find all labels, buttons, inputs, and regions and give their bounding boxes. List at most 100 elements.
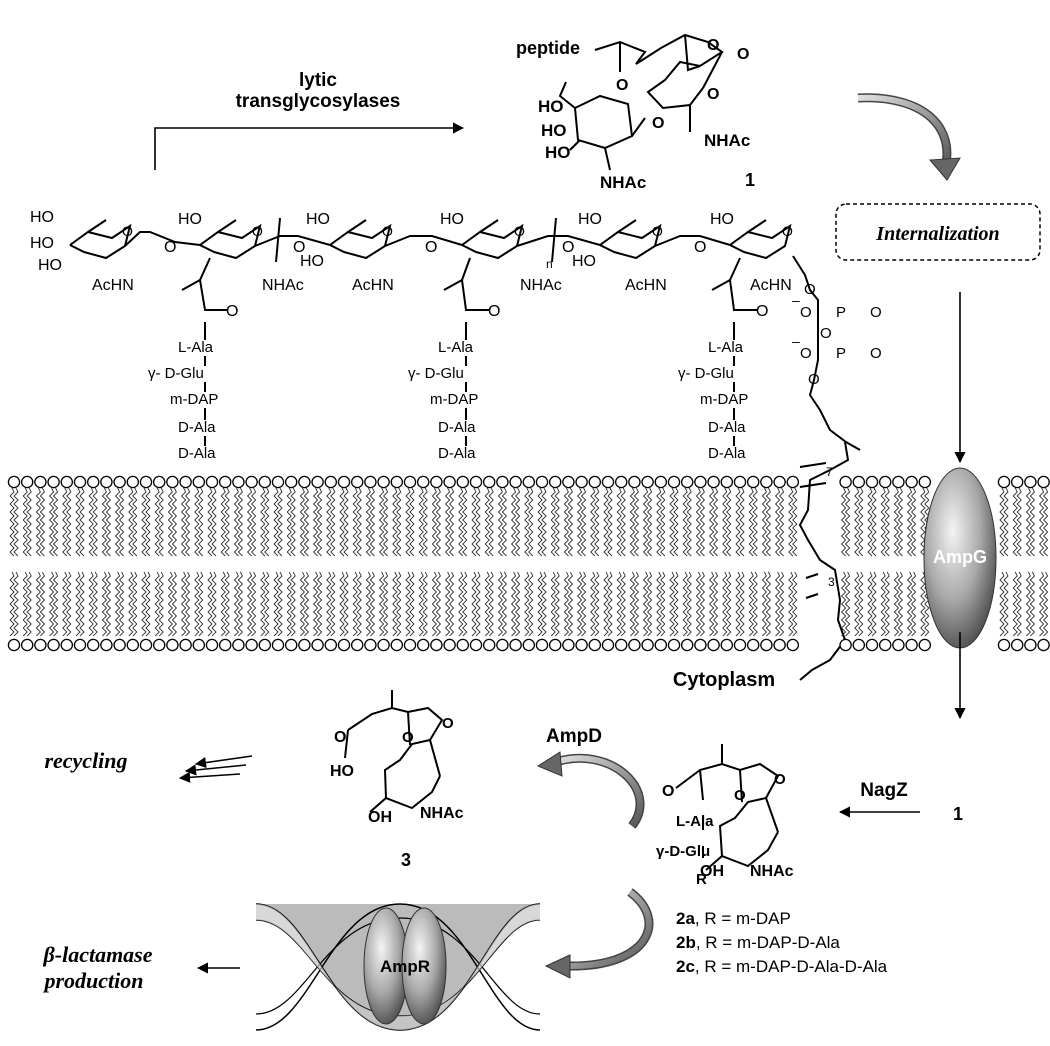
lipid-head [218,475,232,489]
lipid-tail [356,487,362,557]
lipid-tail [431,571,438,637]
lipid-tail [673,487,679,557]
pg-ho-8: HO [578,211,602,228]
lipid-tail [396,571,402,637]
compound1-o-ring1: O [707,37,719,54]
lipid-tail [528,571,534,637]
compound2-oh: OH [700,863,724,880]
compound2-o-ring1: O [734,787,746,804]
lipid-head [430,638,443,652]
lipid-tail [726,487,732,557]
lipid-tail [66,487,72,557]
pg-o-1: O [164,239,176,256]
ampr-label: AmpR [380,957,430,976]
lipid-head [548,638,562,652]
lipid-tail [118,571,125,637]
lipid-head [232,638,245,652]
lipid-tail [264,571,270,637]
lipid-tail [897,571,904,637]
lipid-head [628,638,641,652]
lipid-tail [1016,487,1022,557]
lipid-tail [871,487,877,557]
lipid-tail [154,571,160,637]
lipid-tail [316,487,323,557]
lipid-tail [167,571,174,637]
lipid-tail [656,487,662,557]
stem2-m-dap: m-DAP [430,391,478,408]
lipid-tail [158,571,164,637]
lipid-tail [712,487,719,557]
lipid-head [760,638,773,652]
lipid-tail [722,571,728,637]
ampd-label: AmpD [546,726,602,747]
pp-minus-1: – [792,292,800,308]
lipid-tail [484,571,490,637]
lipid-tail [22,487,28,557]
lipid-tail [752,487,758,557]
lipid-head [284,638,298,652]
lipid-tail [620,571,626,637]
lipid-head [1024,638,1037,652]
lipid-tail [409,571,415,637]
compound1-ho-low: HO [545,143,571,162]
stem2-g-d-glu: γ- D-Glu [408,365,464,382]
lipid-head [575,475,588,489]
lipid-tail [607,487,613,557]
lipid-tail [246,571,253,637]
lipid-head [839,475,852,489]
lipid-head [205,638,219,652]
lipid-tail [633,571,640,637]
lipid-head [707,475,720,489]
stem2-d-ala-2: D-Ala [438,445,476,462]
lipid-tail [128,571,134,637]
lipid-tail [660,487,666,557]
lipid-tail [1012,571,1018,637]
lipid-tail [739,571,745,637]
compound2-r: R [696,871,707,888]
lipid-head [60,475,74,489]
lipid-head [878,638,892,652]
lipid-tail [699,487,706,557]
lipid-tail [528,487,534,557]
lipid-tail [435,487,442,557]
lipid-tail [616,487,622,557]
lipid-tail [48,487,55,557]
lipid-head [575,638,588,652]
lipid-tail [198,487,204,557]
lipid-tail [594,571,600,637]
lipid-tail [567,487,574,557]
lipid-tail [844,487,851,557]
internalization-box [835,203,1041,261]
compound1-number-top: 1 [745,170,755,190]
pp-o-3: O [870,304,882,321]
lipid-tail [471,487,477,557]
lipid-tail [484,487,490,557]
lipid-tail [576,487,583,557]
lipid-tail [105,487,112,557]
lipid-tail [735,571,741,637]
pp-p-1: P [836,304,846,321]
lipid-tail [673,571,679,637]
lipid-tail [286,571,292,637]
lipid-head [7,475,21,489]
lipid-tail [765,571,772,637]
production-label: production [42,968,143,993]
lipid-head [350,475,364,489]
lipid-head [496,638,509,652]
pg-nhac-2: NHAc [520,277,562,294]
lipid-head [878,475,892,489]
lipid-tail [669,571,675,637]
lipid-tail [418,571,424,637]
lipid-tail [132,487,138,557]
lipid-tail [541,487,547,557]
lipid-tail [699,571,706,637]
lipid-head [73,475,87,489]
pg-ho-3: HO [38,257,62,274]
lipid-head [192,638,206,652]
compound-2a: 2a, R = m-DAP [676,909,791,928]
lipid-tail [277,487,283,557]
lipid-head [179,638,192,652]
pg-nhac-1: NHAc [262,277,304,294]
lipid-tail [695,571,702,637]
